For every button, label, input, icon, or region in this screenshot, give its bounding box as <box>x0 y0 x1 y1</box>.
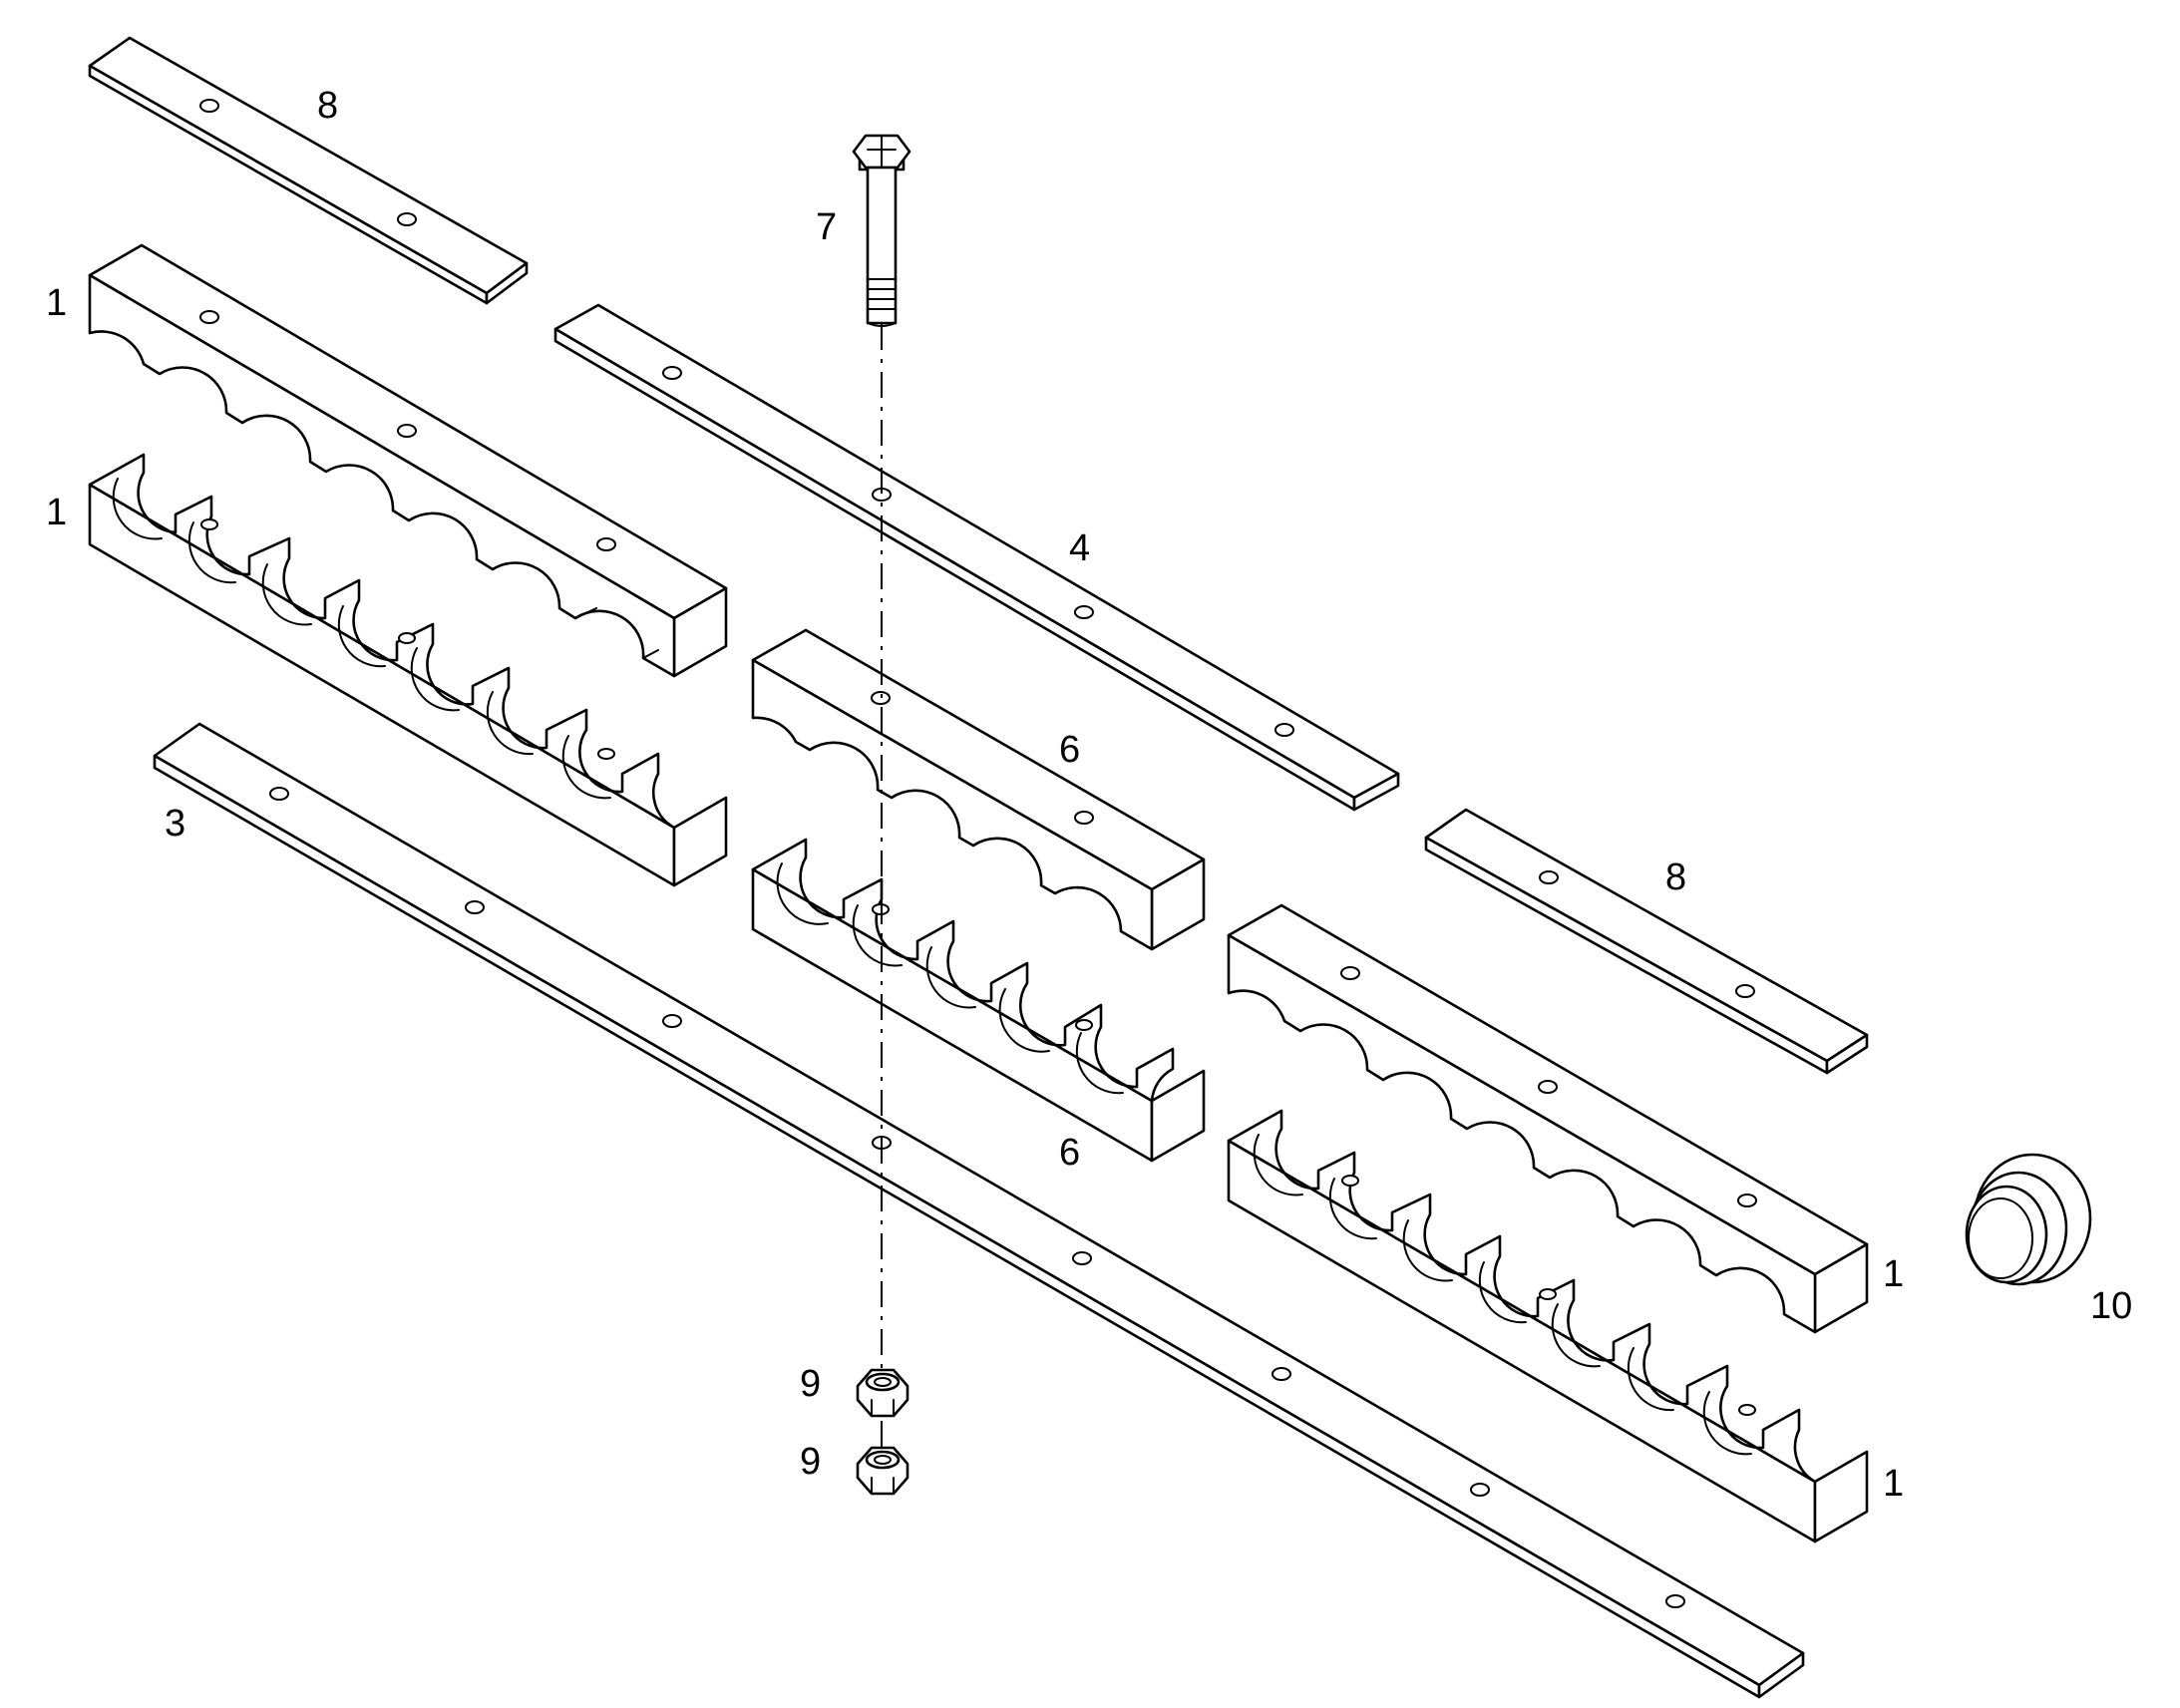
callout-hex-bolt: 7 <box>816 206 837 248</box>
callout-clamp-body-lower-left: 1 <box>46 492 67 533</box>
callout-cover-plate: 4 <box>1069 527 1090 569</box>
end-plug <box>1965 1153 2092 1286</box>
hex-nut-lower <box>856 1446 909 1496</box>
callout-hex-nut-upper: 9 <box>800 1363 821 1405</box>
callout-clamp-body-upper-left: 1 <box>46 282 67 324</box>
hex-bolt <box>852 134 911 327</box>
callout-end-plug: 10 <box>2090 1285 2132 1327</box>
clamp-body-lower-left <box>88 453 728 887</box>
callout-clamp-body-upper-middle: 6 <box>1059 729 1080 771</box>
callout-base-plate: 3 <box>165 803 185 845</box>
strap-plate-right <box>1424 808 1869 1075</box>
callout-clamp-body-lower-middle: 6 <box>1059 1132 1080 1174</box>
callout-clamp-body-lower-right: 1 <box>1883 1463 1904 1505</box>
hex-nut-upper <box>856 1368 909 1418</box>
clamp-body-upper-middle <box>751 628 1206 951</box>
base-plate <box>153 722 1805 1699</box>
cover-plate <box>553 303 1400 812</box>
callout-strap-plate-right: 8 <box>1665 856 1686 898</box>
callout-strap-plate-top-left: 8 <box>317 85 338 127</box>
callout-clamp-body-upper-right: 1 <box>1883 1253 1904 1295</box>
clamp-body-lower-middle <box>751 838 1206 1163</box>
strap-plate-top-left <box>88 36 529 305</box>
clamp-body-upper-left <box>88 243 728 678</box>
callout-hex-nut-lower: 9 <box>800 1441 821 1483</box>
clamp-body-lower-right <box>1227 1109 1869 1543</box>
clamp-body-upper-right <box>1227 903 1869 1334</box>
